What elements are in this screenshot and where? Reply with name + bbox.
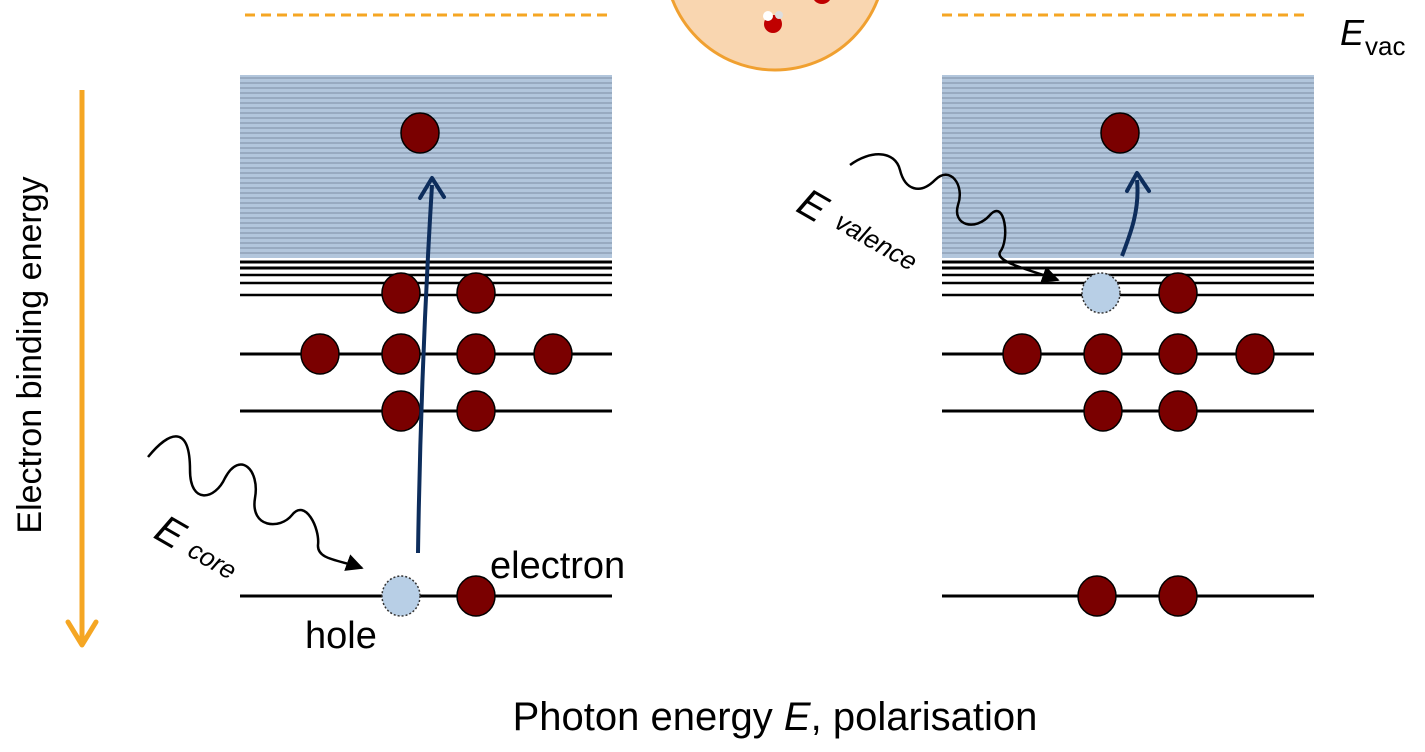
core-hole <box>381 575 421 617</box>
binding-energy-axis <box>65 90 99 648</box>
electron <box>1158 390 1198 432</box>
core-excitation-arrow <box>416 184 434 554</box>
electron <box>400 112 440 154</box>
electron <box>1077 575 1117 617</box>
electrons-right <box>1002 112 1275 617</box>
electron <box>456 575 496 617</box>
electron <box>1083 390 1123 432</box>
valence-photon-wave <box>849 153 1060 283</box>
electron <box>381 333 421 375</box>
electron <box>1158 333 1198 375</box>
y-axis-label: Electron binding energy <box>11 176 49 533</box>
electron <box>533 333 573 375</box>
hole-label: hole <box>305 615 377 657</box>
electron <box>1083 333 1123 375</box>
electron <box>1100 112 1140 154</box>
electron <box>456 390 496 432</box>
x-axis-label: Photon energy E, polarisation <box>513 695 1038 739</box>
valence-photon-sub: valence <box>830 206 923 277</box>
electrons-left <box>300 112 573 617</box>
valence-hole <box>1081 272 1121 314</box>
electron <box>1235 333 1275 375</box>
panel-core-excitation: E core hole electron <box>147 75 625 657</box>
core-photon-wave <box>147 435 364 571</box>
valence-levels-right <box>942 260 1314 297</box>
water-molecule-sphere <box>670 0 880 72</box>
valence-photon-label: E <box>790 180 836 232</box>
electron <box>1158 272 1198 314</box>
electron <box>456 333 496 375</box>
vacuum-level-sub: vac <box>1365 31 1405 61</box>
core-photon-label: E <box>148 507 194 559</box>
panel-valence-excitation: E valence <box>790 75 1314 617</box>
electron <box>456 272 496 314</box>
valence-excitation-arrow <box>1120 179 1140 257</box>
electron <box>1002 333 1042 375</box>
vacuum-level-label: E <box>1340 12 1365 53</box>
electron <box>1158 575 1198 617</box>
electron <box>381 390 421 432</box>
electron-label: electron <box>490 545 625 587</box>
core-photon-sub: core <box>183 534 242 585</box>
continuum-band-right <box>942 75 1314 258</box>
electron <box>300 333 340 375</box>
electron <box>381 272 421 314</box>
continuum-band-left <box>240 75 612 258</box>
